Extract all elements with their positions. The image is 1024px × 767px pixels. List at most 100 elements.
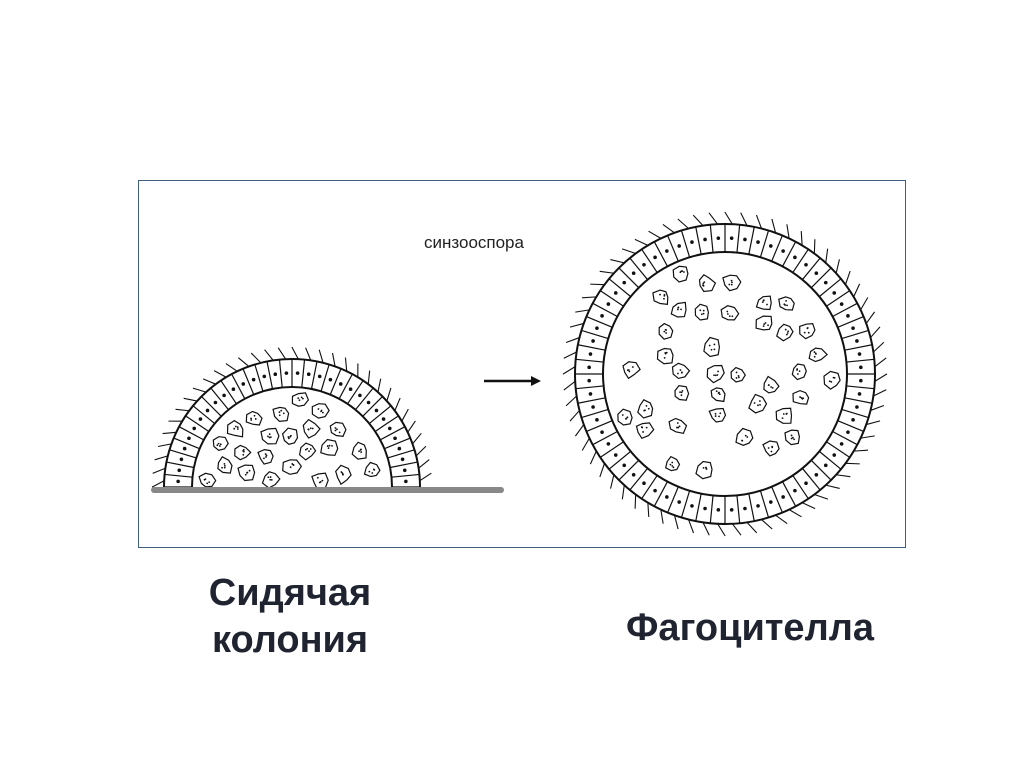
flagellum [870, 326, 881, 338]
granule [787, 330, 790, 333]
cell-nucleus [241, 382, 246, 386]
granule [208, 481, 211, 483]
granule [321, 411, 324, 414]
cell-nucleus [804, 481, 808, 486]
cell-nucleus [205, 408, 210, 413]
granule [677, 306, 680, 309]
flagellum [192, 387, 207, 393]
cell-nucleus [176, 479, 180, 484]
granule [621, 414, 624, 416]
cell-wall [841, 329, 869, 340]
granule [710, 348, 713, 351]
cell-wall [680, 490, 691, 518]
granule [626, 416, 629, 419]
granule [298, 399, 301, 402]
flagellum [677, 218, 689, 229]
flagellum [873, 341, 885, 353]
granule [269, 478, 272, 481]
granule [671, 461, 674, 464]
granule [828, 380, 831, 383]
amoeboid-cell [695, 460, 713, 480]
granule [681, 389, 684, 392]
granule [221, 466, 223, 469]
flagellum [688, 519, 695, 534]
flagellum [152, 467, 166, 474]
cell-wall [185, 415, 210, 432]
flagellum [412, 432, 422, 445]
flagellum [154, 455, 168, 461]
amoeboid-cell [762, 440, 780, 457]
granule [737, 376, 740, 379]
amoeboid-cell [363, 461, 381, 478]
cell-nucleus [814, 271, 819, 276]
flagellum [563, 380, 576, 391]
granule [785, 300, 787, 302]
cell-nucleus [703, 237, 707, 242]
cell-nucleus [338, 382, 343, 386]
granule [728, 315, 731, 318]
cell-nucleus [769, 500, 773, 504]
amoeboid-cell [272, 406, 290, 423]
cell-wall [792, 248, 809, 273]
amoeboid-cell [652, 289, 669, 305]
granule [761, 301, 764, 303]
cell-wall [653, 241, 669, 267]
amoeboid-cell [674, 384, 690, 401]
granule [784, 328, 787, 331]
flagellum [386, 387, 392, 402]
granule [714, 374, 717, 377]
cell-nucleus [677, 500, 681, 504]
flagellum [740, 212, 748, 226]
cell-nucleus [613, 453, 618, 457]
granule [334, 429, 337, 432]
granule [645, 404, 648, 407]
granule [306, 447, 309, 450]
cell-wall [748, 226, 755, 255]
cell-nucleus [846, 430, 850, 434]
cell-wall [301, 359, 306, 388]
granule [647, 407, 650, 410]
granule [719, 412, 722, 415]
granule [680, 391, 683, 394]
cell-wall [387, 449, 415, 459]
granule [307, 428, 310, 431]
granule [680, 308, 682, 311]
granule [253, 414, 256, 417]
amoeboid-cell [706, 364, 725, 384]
cell-wall [575, 385, 604, 390]
granule [762, 325, 765, 328]
cell-nucleus [839, 302, 844, 306]
cell-wall [837, 420, 864, 432]
granule [830, 380, 833, 383]
cell-nucleus [306, 372, 311, 377]
cell-wall [192, 405, 216, 425]
granule [730, 279, 733, 282]
granule [702, 309, 705, 312]
cell-wall [164, 473, 193, 478]
flagellum [873, 389, 887, 397]
granule [287, 436, 290, 438]
cell-wall [709, 224, 714, 253]
cell-nucleus [213, 400, 218, 405]
cell-wall [641, 248, 658, 273]
amoeboid-cell [351, 441, 367, 460]
cell-nucleus [839, 442, 844, 446]
amoeboid-cell [656, 347, 674, 365]
granule [763, 323, 766, 326]
cell-nucleus [642, 481, 646, 486]
granule [267, 435, 269, 438]
cell-wall [832, 302, 858, 318]
granule [250, 419, 253, 421]
granule [764, 322, 767, 324]
granule [783, 303, 786, 306]
flagellum [264, 349, 274, 361]
cell-wall [844, 397, 873, 404]
cell-wall [618, 459, 640, 481]
amoeboid-cell [260, 427, 280, 445]
granule [304, 448, 307, 451]
amoeboid-cell [198, 472, 217, 488]
cell-nucleus [622, 463, 627, 468]
cell-wall [310, 361, 318, 390]
flagellum [563, 351, 577, 359]
cell-wall [771, 235, 783, 262]
